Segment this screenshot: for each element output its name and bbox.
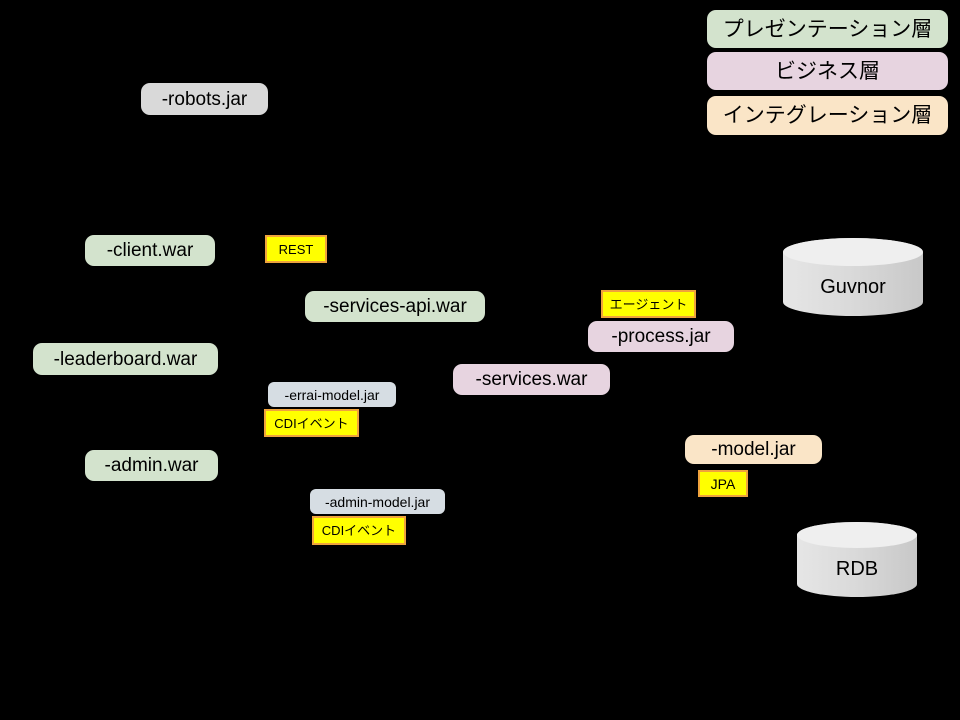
node-services-api-war: -services-api.war — [305, 291, 485, 322]
database-cylinder-icon — [783, 238, 923, 316]
datastore-guvnor-label: Guvnor — [820, 275, 886, 298]
tag-rest: REST — [265, 235, 327, 263]
tag-cdi-event-admin: CDIイベント — [312, 516, 406, 545]
datastore-rdb-label: RDB — [835, 558, 879, 580]
legend-business-layer: ビジネス層 — [707, 52, 948, 90]
datastore-rdb: RDB — [797, 522, 917, 597]
legend-presentation-layer: プレゼンテーション層 — [707, 10, 948, 48]
node-admin-war: -admin.war — [85, 450, 218, 481]
datastore-guvnor: Guvnor — [783, 238, 923, 316]
node-process-jar: -process.jar — [588, 321, 734, 352]
node-errai-model-jar: -errai-model.jar — [268, 382, 396, 407]
tag-cdi-event-errai: CDIイベント — [264, 409, 359, 437]
tag-agent: エージェント — [601, 290, 696, 318]
node-model-jar: -model.jar — [685, 435, 822, 464]
node-leaderboard-war: -leaderboard.war — [33, 343, 218, 375]
node-client-war: -client.war — [85, 235, 215, 266]
legend-integration-layer: インテグレーション層 — [707, 96, 948, 135]
node-robots-jar: -robots.jar — [141, 83, 268, 115]
tag-jpa: JPA — [698, 470, 748, 497]
node-admin-model-jar: -admin-model.jar — [310, 489, 445, 514]
node-services-war: -services.war — [453, 364, 610, 395]
database-cylinder-icon — [797, 522, 917, 597]
